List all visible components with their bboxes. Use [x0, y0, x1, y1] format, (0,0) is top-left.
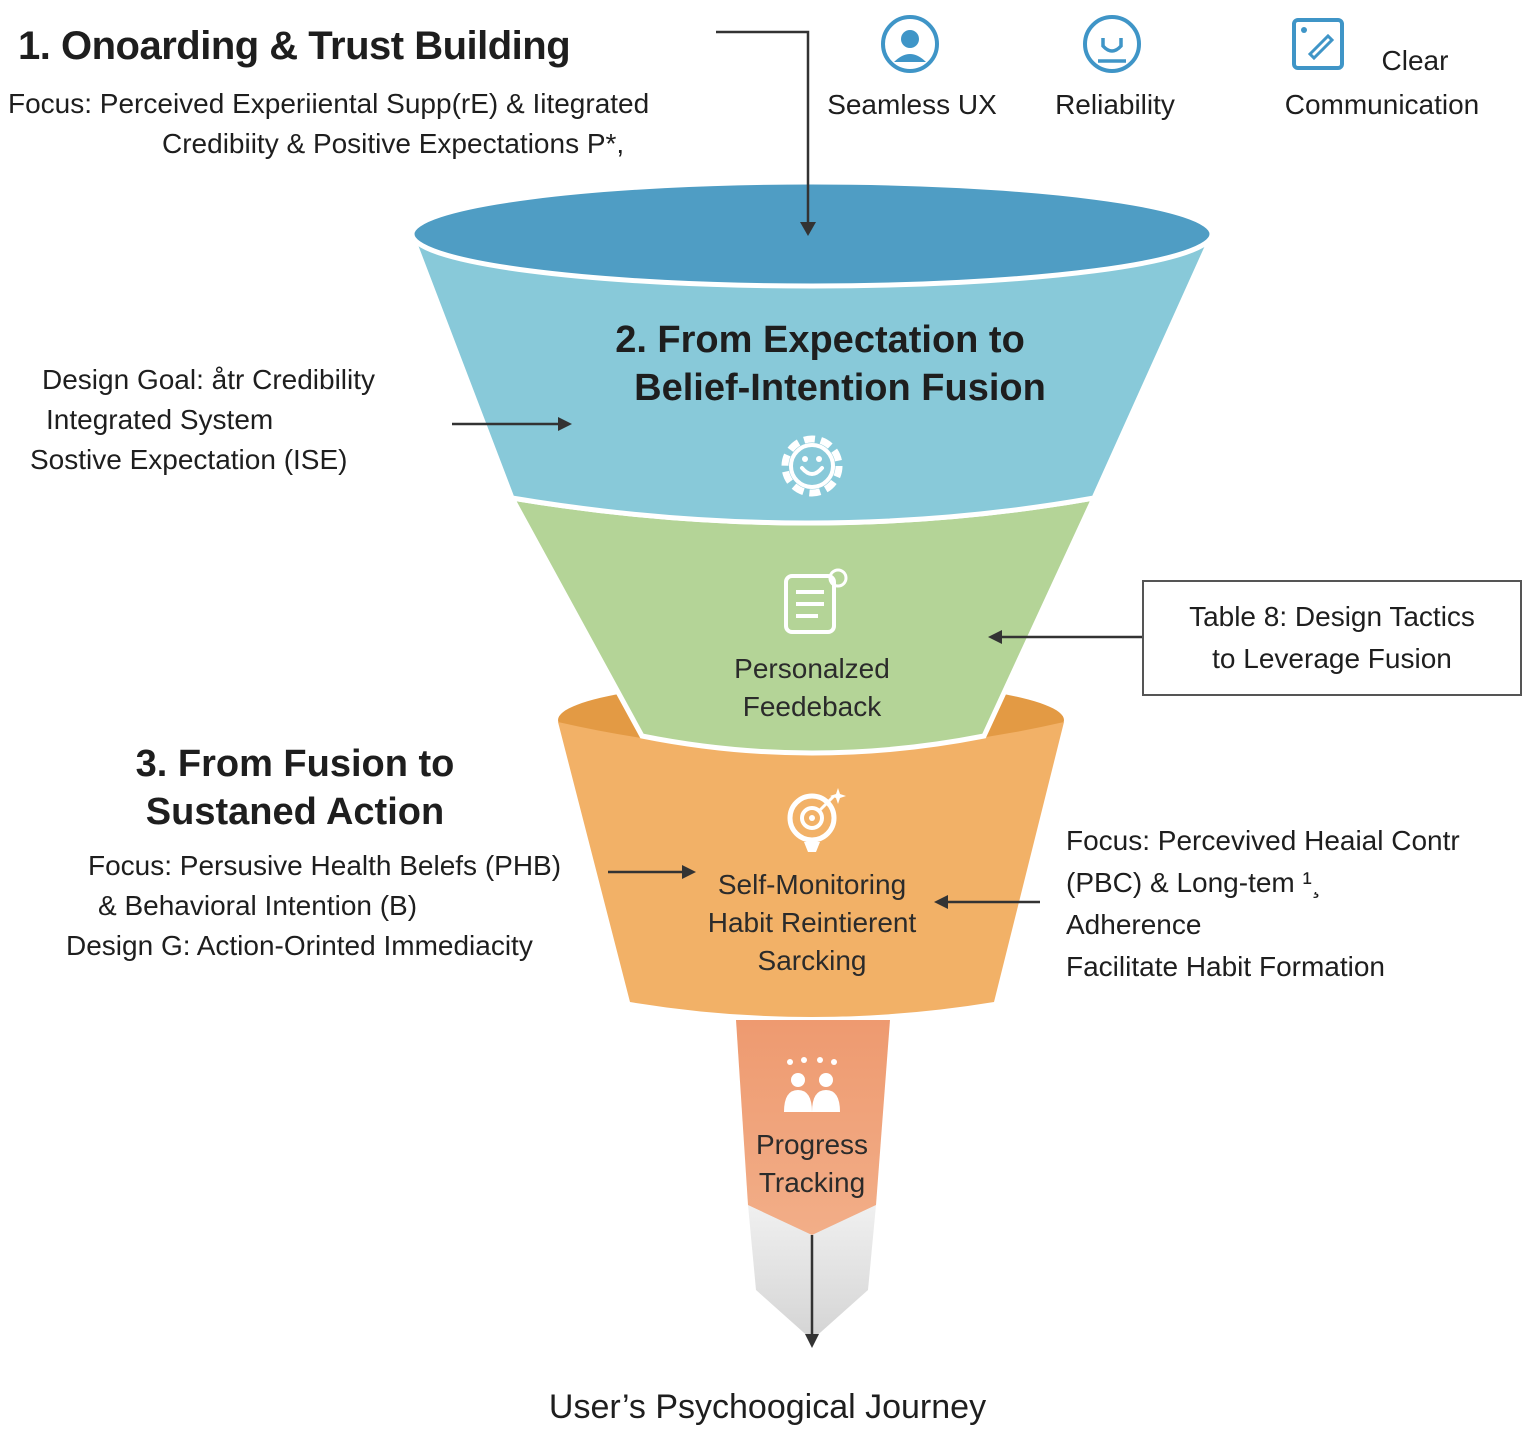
smile-gear-icon [781, 435, 843, 497]
seamless-ux-label: Seamless UX [827, 89, 997, 120]
right-focus-line1: Focus: Percevived Heaial Contr [1066, 825, 1460, 856]
edit-square-icon [1292, 18, 1344, 70]
right-focus-line4: Facilitate Habit Formation [1066, 951, 1386, 982]
progress-tracking-label: Progress Tracking [722, 1126, 902, 1202]
personalized-feedback-line2: Feedeback [742, 691, 882, 722]
clear-label: Clear [1381, 45, 1449, 76]
personalized-feedback-label: Personalzed Feedeback [692, 650, 932, 726]
right-focus-line2: (PBC) & Long-tem ¹¸ [1066, 867, 1322, 898]
design-goal-line1: Design Goal: åtr Credibility [42, 364, 376, 395]
stage1-focus-line1: Focus: Perceived Experiiental Supp(rE) &… [8, 88, 650, 119]
reliability-label: Reliability [1055, 89, 1175, 120]
design-goal-line3: Sostive Expectation (ISE) [30, 444, 348, 475]
stage2-title-line1: 2. From Expectation to [615, 319, 1025, 361]
design-goal-text: Design Goal: åtr Credibility Integrated … [30, 360, 375, 480]
stage3-title-line1: 3. From Fusion to [135, 743, 455, 785]
table-8-reference-box: Table 8: Design Tactics to Leverage Fusi… [1142, 580, 1522, 696]
stage2-title: 2. From Expectation to Belief-Intention … [520, 316, 1120, 412]
journey-label: User’s Psychoogical Journey [548, 1388, 987, 1426]
progress-tracking-line1: Progress [755, 1129, 869, 1160]
self-monitoring-label: Self-Monitoring Habit Reintierent Sarcki… [672, 866, 952, 980]
stage3-title-line2: Sustaned Action [145, 791, 445, 833]
right-focus-line3: Adherence [1066, 909, 1202, 940]
table-box-line2: to Leverage Fusion [1212, 643, 1452, 674]
self-monitoring-line2: Habit Reintierent [707, 907, 917, 938]
stage3-focus-line3: Design G: Action-Orinted Immediacity [66, 930, 533, 961]
target-icon [787, 788, 846, 852]
stage3-focus-line2: & Behavioral Intention (B) [98, 890, 418, 921]
stage2-title-line2: Belief-Intention Fusion [634, 367, 1046, 409]
right-focus-text: Focus: Percevived Heaial Contr (PBC) & L… [1066, 820, 1526, 988]
progress-tracking-line2: Tracking [758, 1167, 866, 1198]
document-list-icon [784, 568, 848, 634]
self-monitoring-line3: Sarcking [757, 945, 867, 976]
stage1-focus-text: Focus: Perceived Experiiental Supp(rE) &… [8, 84, 728, 164]
design-goal-line2: Integrated System [46, 404, 274, 435]
stage1-connector-arrow [716, 30, 810, 230]
smile-badge-icon [1083, 15, 1141, 73]
user-badge-icon [881, 15, 939, 73]
stage3-focus-line1: Focus: Persusive Health Belefs (PHB) [88, 850, 562, 881]
stage1-focus-line2: Credibiity & Positive Expectations P*, [162, 128, 625, 159]
self-monitoring-line1: Self-Monitoring [717, 869, 907, 900]
funnel-orange-body [558, 722, 1064, 1017]
table-box-line1: Table 8: Design Tactics [1189, 601, 1475, 632]
group-people-icon [784, 1057, 840, 1112]
communication-label: Communication [1284, 89, 1480, 120]
funnel-progress-section [736, 1020, 890, 1235]
stage1-title: 1. Onoarding & Trust Building [18, 24, 571, 68]
funnel-blue-rim [409, 179, 1215, 289]
stage3-focus-text: Focus: Persusive Health Belefs (PHB) & B… [62, 846, 622, 966]
personalized-feedback-line1: Personalzed [734, 653, 890, 684]
stage3-title: 3. From Fusion to Sustaned Action [60, 740, 530, 836]
